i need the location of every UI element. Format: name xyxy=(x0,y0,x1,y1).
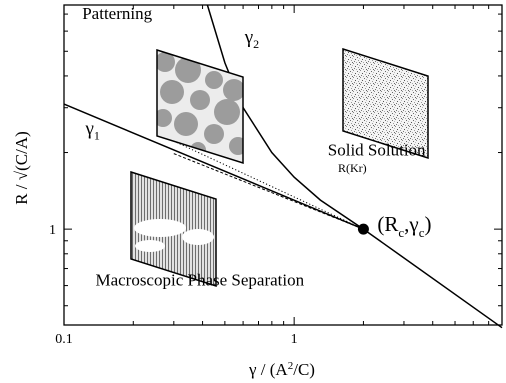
label-gamma1-part: 1 xyxy=(94,129,100,143)
label-critical-part: ) xyxy=(424,212,431,236)
label-macro-part: Macroscopic Phase Separation xyxy=(95,271,304,290)
y-tick-label: 1 xyxy=(49,223,56,238)
series-kr-line xyxy=(173,153,364,230)
label-kr-part: R(Kr) xyxy=(338,161,367,175)
x-axis-label: γ / (A2/C) xyxy=(248,360,315,379)
y-axis-label: R / √(C/A) xyxy=(12,131,31,205)
label-solid-solution: Solid Solution xyxy=(328,140,426,159)
macroscopic-separation-inset xyxy=(130,170,217,288)
x-axis-label-superscript: 2 xyxy=(288,360,294,372)
x-axis-label-text: γ / (A xyxy=(248,360,288,379)
label-kr: R(Kr) xyxy=(338,161,367,175)
solid-solution-inset xyxy=(342,47,429,160)
label-gamma2-part: 2 xyxy=(253,37,259,51)
x-axis-label-tail: /C) xyxy=(293,360,315,379)
x-tick-label: 1 xyxy=(291,332,298,347)
label-gamma1-part: γ xyxy=(85,119,94,140)
label-patterning-part: Patterning xyxy=(82,4,152,23)
label-gamma2: γ2 xyxy=(244,27,259,51)
label-critical-part: (R xyxy=(377,212,398,236)
label-critical-part: c xyxy=(398,225,404,240)
label-gamma2-part: γ xyxy=(244,27,253,48)
critical-point-marker xyxy=(357,223,369,235)
series-gamma2-line xyxy=(206,4,364,230)
plot-frame xyxy=(63,4,503,326)
patterning-inset xyxy=(156,48,244,165)
series-kr_alt-line xyxy=(170,139,364,230)
curve-layer xyxy=(63,4,503,329)
label-patterning: Patterning xyxy=(82,4,152,23)
label-macro: Macroscopic Phase Separation xyxy=(95,271,304,290)
label-solid-solution-part: Solid Solution xyxy=(328,140,426,159)
series-gamma1-line xyxy=(63,103,503,329)
tick-layer: 0.1 1 1 xyxy=(49,5,503,347)
label-critical-part: c xyxy=(419,225,425,240)
label-critical: (Rc,γc) xyxy=(377,212,431,240)
label-gamma1: γ1 xyxy=(85,119,100,143)
x-tick-label: 0.1 xyxy=(55,332,73,347)
label-critical-part: ,γ xyxy=(404,212,419,236)
